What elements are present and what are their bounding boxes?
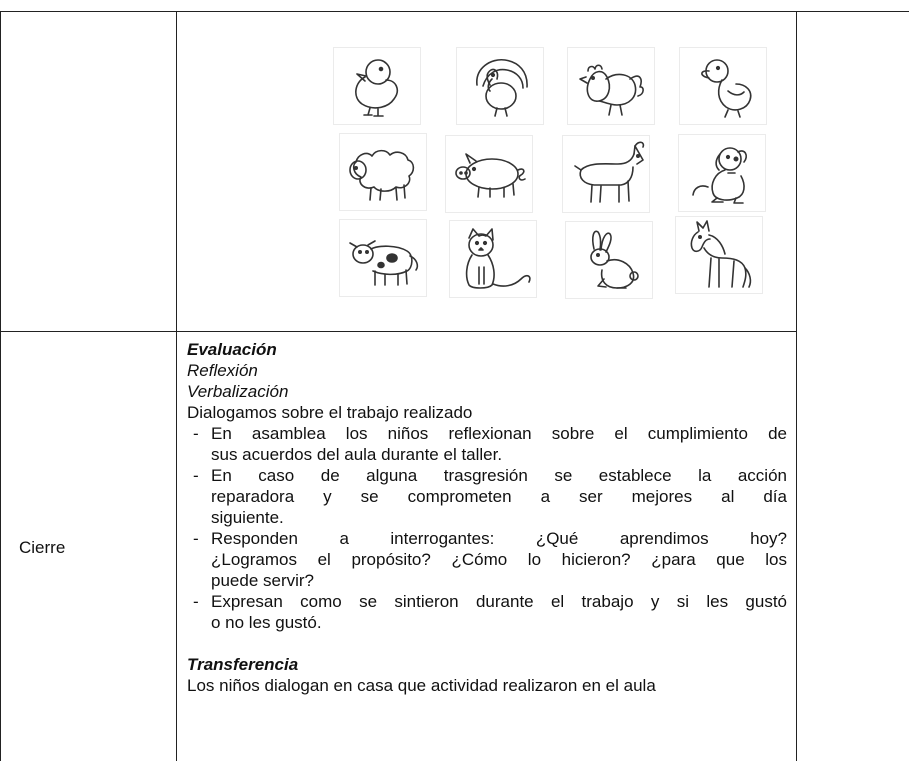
horse-drawing <box>690 220 752 288</box>
bullet-line: reparadora y se comprometen a ser mejore… <box>211 487 787 506</box>
bullet-marker: - <box>193 466 199 485</box>
bullet-item-assembly: - En asamblea los niños reflexionan sobr… <box>193 423 787 465</box>
paragraph-spacer <box>187 633 787 654</box>
bullet-item-questions: - Responden a interrogantes: ¿Qué aprend… <box>193 528 787 591</box>
animal-image-goat <box>562 135 650 213</box>
turkey-drawing <box>476 59 528 117</box>
animal-image-duck <box>679 47 767 125</box>
bullet-line: sus acuerdos del aula durante el taller. <box>211 445 503 464</box>
verbalization-subheading: Verbalización <box>187 382 289 401</box>
transfer-text: Los niños dialogan en casa que actividad… <box>187 676 656 695</box>
table-column-divider-2 <box>796 11 797 761</box>
chick-drawing <box>355 59 398 117</box>
bullet-item-transgression: - En caso de alguna trasgresión se estab… <box>193 465 787 528</box>
bullet-line: En asamblea los niños reflexionan sobre … <box>211 424 787 443</box>
animal-image-cow <box>339 219 427 297</box>
bullet-marker: - <box>193 592 199 611</box>
evaluation-heading: Evaluación <box>187 340 277 359</box>
animal-image-pig <box>445 135 533 213</box>
bullet-line: Responden a interrogantes: ¿Qué aprendim… <box>211 529 787 548</box>
bullet-line: Expresan como se sintieron durante el tr… <box>211 592 787 611</box>
cat-drawing <box>465 228 531 289</box>
bullet-line: puede servir? <box>211 571 315 590</box>
animal-image-horse <box>675 216 763 294</box>
table-row-divider <box>0 331 797 332</box>
goat-drawing <box>574 141 645 203</box>
table-column-divider-1 <box>176 11 177 761</box>
cow-drawing <box>349 240 419 286</box>
closing-activities-content: Evaluación Reflexión Verbalización Dialo… <box>187 339 787 696</box>
animal-image-cat <box>449 220 537 298</box>
bullet-item-feelings: - Expresan como se sintieron durante el … <box>193 591 787 633</box>
duck-drawing <box>701 59 752 118</box>
phase-label: Cierre <box>19 538 66 557</box>
animal-image-rooster <box>567 47 655 125</box>
bullet-line: En caso de alguna trasgresión se estable… <box>211 466 787 485</box>
table-top-border <box>0 11 909 12</box>
pig-drawing <box>455 153 526 198</box>
bullet-marker: - <box>193 424 199 443</box>
bullet-line: ¿Logramos el propósito? ¿Cómo lo hiciero… <box>211 550 787 569</box>
bullet-marker: - <box>193 529 199 548</box>
rooster-drawing <box>579 64 644 116</box>
table-left-border <box>0 11 1 761</box>
bullet-line: o no les gustó. <box>211 613 322 632</box>
rabbit-drawing <box>590 230 639 289</box>
animal-image-turkey <box>456 47 544 125</box>
dialogue-intro: Dialogamos sobre el trabajo realizado <box>187 403 473 422</box>
animal-image-dog <box>678 134 766 212</box>
animal-image-chick <box>333 47 421 125</box>
animal-image-rabbit <box>565 221 653 299</box>
reflection-subheading: Reflexión <box>187 361 258 380</box>
transfer-heading: Transferencia <box>187 655 299 674</box>
animal-image-sheep <box>339 133 427 211</box>
dog-drawing <box>692 147 747 204</box>
bullet-line: siguiente. <box>211 508 284 527</box>
sheep-drawing <box>349 149 415 201</box>
